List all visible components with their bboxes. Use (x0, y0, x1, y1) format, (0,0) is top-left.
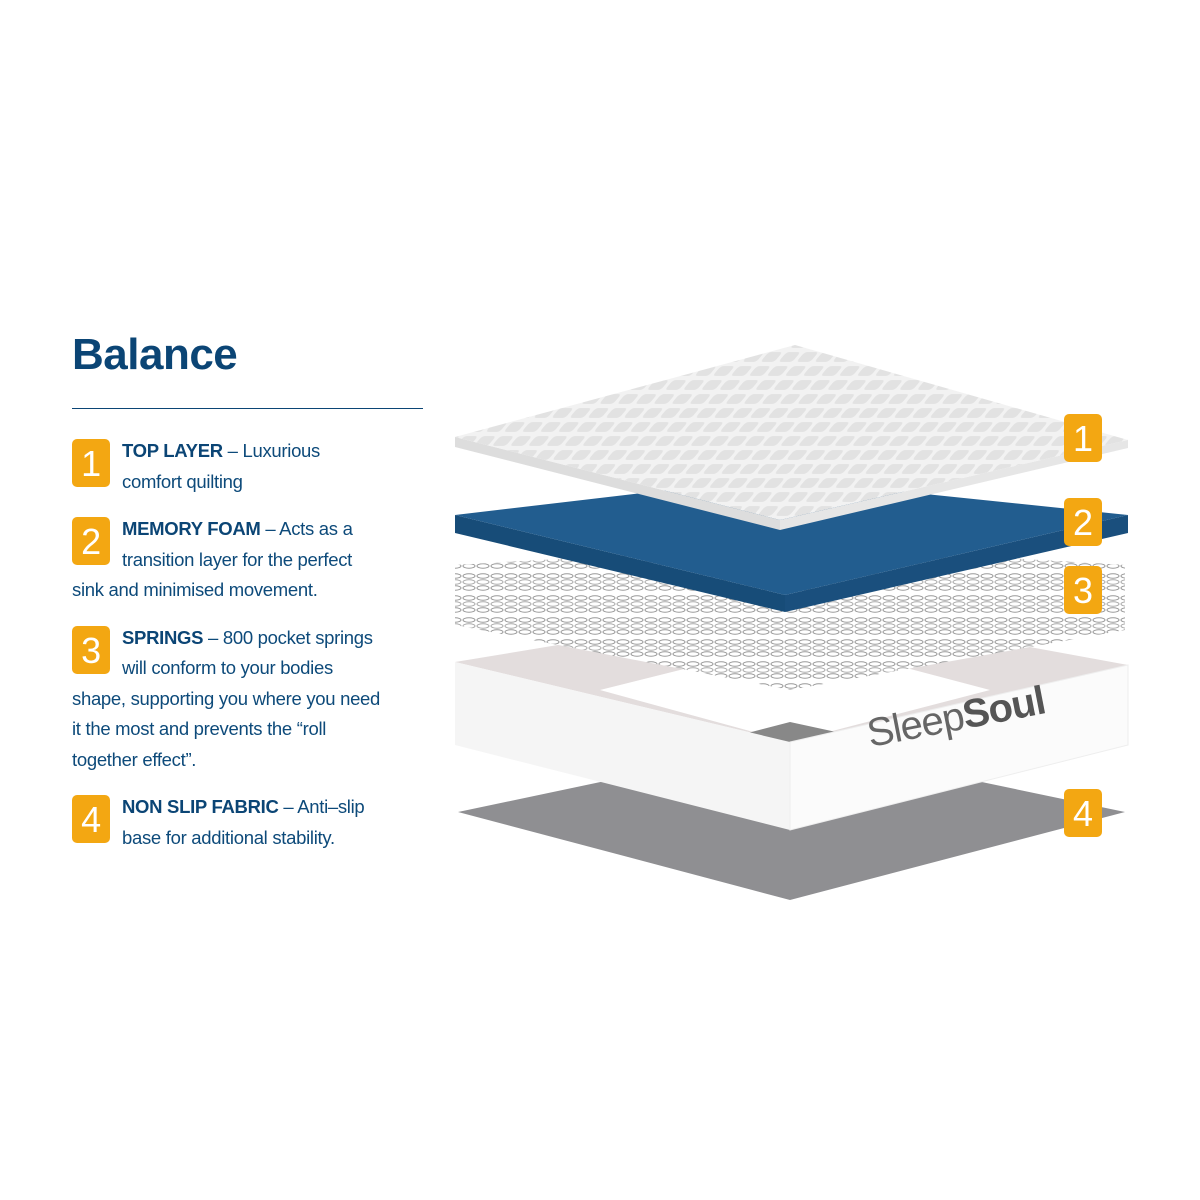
item-desc: – 800 pocket springs will conform to you… (72, 626, 381, 770)
top-layer-side (455, 437, 780, 530)
list-item: 2 MEMORY FOAM – Acts as a transition lay… (72, 514, 382, 606)
number-badge: 3 (72, 625, 110, 674)
layer-badge-3: 3 (1064, 566, 1102, 614)
item-desc: – Anti–slip base for additional stabilit… (122, 796, 365, 848)
memory-foam-side (455, 515, 785, 612)
base-front-left (455, 662, 790, 830)
divider (72, 408, 423, 409)
base-front-right (789, 664, 1129, 831)
memory-foam-layer (455, 478, 1128, 595)
item-title: TOP LAYER (122, 440, 223, 461)
springs-layer (455, 545, 1125, 690)
item-desc: – Acts as a transition layer for the per… (72, 518, 353, 600)
top-layer-side-r (780, 440, 1128, 530)
item-title: SPRINGS (122, 626, 204, 648)
item-title: MEMORY FOAM (122, 518, 261, 539)
item-desc: – Luxurious comfort quilting (122, 440, 320, 492)
list-item: 1 TOP LAYER – Luxurious comfort quilting (72, 436, 382, 497)
memory-foam-side-r (785, 515, 1128, 612)
layer-badge-2: 2 (1064, 498, 1102, 546)
number-badge: 4 (72, 795, 110, 843)
list-item: 4 NON SLIP FABRIC – Anti–slip base for a… (72, 792, 382, 853)
top-layer-quilt (455, 345, 1128, 520)
layer-list: 1 TOP LAYER – Luxurious comfort quilting… (72, 436, 382, 870)
layer-badge-1: 1 (1064, 414, 1102, 462)
page-title: Balance (72, 330, 238, 379)
layer-badge-4: 4 (1064, 789, 1102, 837)
number-badge: 1 (72, 439, 110, 487)
number-badge: 2 (72, 517, 110, 565)
list-item: 3 SPRINGS – 800 pocket springs will conf… (72, 623, 382, 776)
item-title: NON SLIP FABRIC (122, 796, 279, 817)
